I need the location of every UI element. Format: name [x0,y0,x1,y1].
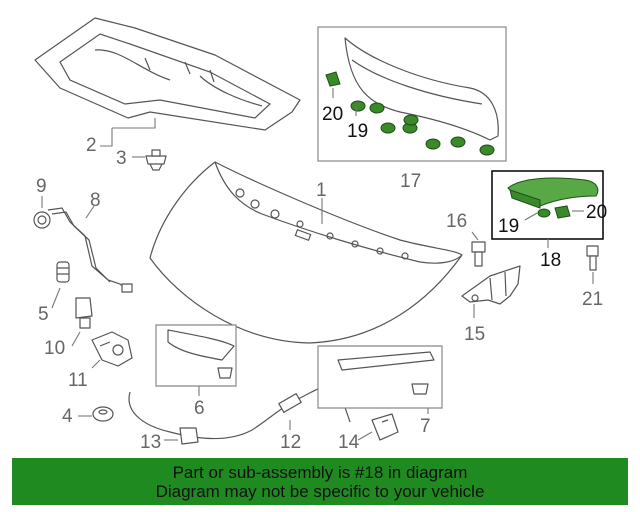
insulator-6[interactable] [167,329,235,379]
label-7: 7 [420,416,431,437]
label-2: 2 [86,135,97,156]
cable-clip-13[interactable] [179,427,199,445]
label-8: 8 [90,190,101,211]
hood-switch-10[interactable] [75,297,93,329]
label-6: 6 [194,398,205,419]
label-20-top: 20 [322,104,343,125]
banner-line-1: Part or sub-assembly is #18 in diagram [172,462,468,482]
hood-panel[interactable] [149,161,463,344]
release-cable-8[interactable] [47,207,133,293]
label-14: 14 [338,432,360,453]
bumper-bolt-21[interactable] [586,245,599,271]
label-17: 17 [400,171,421,192]
label-10: 10 [44,338,65,359]
seal-strip-7[interactable] [337,351,435,395]
hood-hinge-15[interactable] [461,265,521,305]
info-banner: Part or sub-assembly is #18 in diagram D… [12,458,628,505]
label-11: 11 [68,370,88,391]
banner-line-2: Diagram may not be specific to your vehi… [155,481,485,501]
hood-insulator-pad[interactable] [34,17,301,131]
label-21: 21 [582,289,603,310]
label-4: 4 [62,406,73,427]
label-12: 12 [280,432,301,453]
label-15: 15 [464,324,485,345]
label-1: 1 [316,180,327,201]
label-16: 16 [446,211,467,232]
seal-clips[interactable] [325,71,495,156]
label-18: 18 [540,250,561,271]
insulator-clip[interactable] [145,149,167,171]
label-19-top: 19 [347,121,368,142]
hood-buffer-5[interactable] [56,261,70,283]
release-cable-12[interactable] [128,384,351,440]
cable-bracket-14[interactable] [371,413,399,441]
label-19-box: 19 [498,216,519,237]
cable-grommet-4[interactable] [92,406,114,422]
label-13: 13 [140,432,161,453]
parts-diagram: 2 3 1 20 19 17 [33,17,607,453]
label-9: 9 [36,176,47,197]
hinge-bolt-16[interactable] [471,241,486,267]
grommet-9[interactable] [33,211,51,229]
hood-seal[interactable] [344,37,499,141]
label-3: 3 [116,148,127,169]
label-5: 5 [38,304,49,325]
seal-assembly-18[interactable] [507,177,599,219]
label-20-box: 20 [586,202,607,223]
hood-latch-11[interactable] [91,331,133,367]
